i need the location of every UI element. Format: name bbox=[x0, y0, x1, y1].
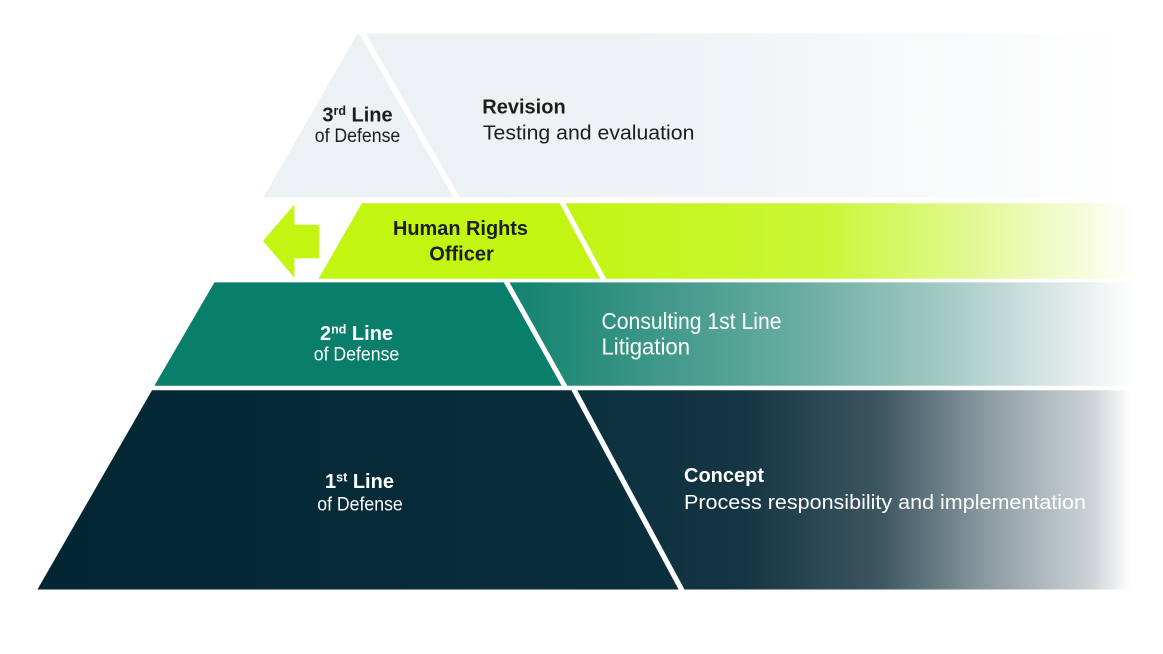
svg-text:of Defense: of Defense bbox=[317, 495, 403, 516]
svg-text:of Defense: of Defense bbox=[314, 344, 400, 365]
svg-text:2nd Line: 2nd Line bbox=[320, 322, 393, 345]
svg-text:1st Line: 1st Line bbox=[325, 470, 394, 493]
svg-text:of Defense: of Defense bbox=[315, 126, 401, 147]
svg-text:Litigation: Litigation bbox=[602, 333, 691, 359]
svg-text:3rd Line: 3rd Line bbox=[322, 104, 392, 127]
svg-text:Officer: Officer bbox=[429, 244, 494, 266]
svg-text:Human Rights: Human Rights bbox=[393, 218, 528, 240]
svg-text:Consulting 1st Line: Consulting 1st Line bbox=[602, 308, 782, 334]
svg-text:Testing and evaluation: Testing and evaluation bbox=[483, 121, 695, 144]
svg-text:Revision: Revision bbox=[482, 97, 565, 119]
svg-text:Process responsibility and imp: Process responsibility and implementatio… bbox=[684, 491, 1086, 514]
svg-text:Concept: Concept bbox=[684, 465, 764, 487]
